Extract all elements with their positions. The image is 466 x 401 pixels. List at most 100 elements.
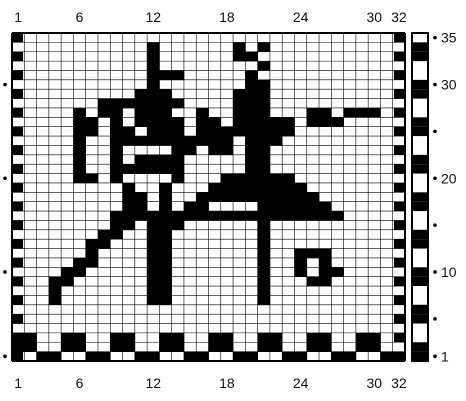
filled-cell	[110, 127, 123, 137]
left-border-cell	[12, 202, 23, 211]
filled-cell	[258, 117, 271, 127]
filled-cell	[294, 183, 307, 193]
filled-cell	[73, 164, 86, 174]
filled-cell	[258, 42, 271, 52]
filled-cell	[73, 174, 86, 184]
filled-cell	[12, 342, 25, 352]
filled-cell	[172, 211, 185, 221]
filled-cell	[86, 249, 99, 259]
filled-cell	[209, 183, 222, 193]
filled-cell	[135, 202, 148, 212]
filled-cell	[258, 164, 271, 174]
filled-cell	[344, 108, 357, 118]
filled-cell	[258, 61, 271, 71]
filled-cell	[159, 117, 172, 127]
filled-cell	[307, 277, 320, 287]
filled-cell	[233, 117, 246, 127]
filled-cell	[61, 333, 74, 343]
filled-cell	[233, 89, 246, 99]
filled-cell	[270, 183, 283, 193]
filled-cell	[110, 117, 123, 127]
filled-cell	[73, 342, 86, 352]
filled-cell	[209, 136, 222, 146]
filled-cell	[319, 117, 332, 127]
filled-cell	[282, 127, 295, 137]
top-column-label: 30	[367, 9, 383, 25]
filled-cell	[110, 108, 123, 118]
filled-cell	[110, 342, 123, 352]
left-border-cell	[12, 108, 23, 117]
filled-cell	[282, 183, 295, 193]
top-column-label: 24	[293, 9, 309, 25]
filled-cell	[270, 127, 283, 137]
filled-cell	[196, 108, 209, 118]
filled-cell	[98, 108, 111, 118]
filled-cell	[356, 333, 369, 343]
filled-cell	[196, 117, 209, 127]
filled-cell	[159, 70, 172, 80]
right-border-cell	[394, 202, 405, 211]
top-column-label: 12	[145, 9, 161, 25]
right-border-cell	[394, 164, 405, 173]
row-number-label: 20	[441, 170, 457, 186]
filled-cell	[73, 258, 86, 268]
filled-cell	[73, 108, 86, 118]
filled-cell	[135, 89, 148, 99]
filled-cell	[159, 342, 172, 352]
filled-cell	[147, 108, 160, 118]
filled-cell	[307, 211, 320, 221]
filled-cell	[147, 99, 160, 109]
filled-cell	[258, 127, 271, 137]
filled-cell	[331, 267, 344, 277]
row-count-strip	[412, 33, 428, 361]
filled-cell	[172, 164, 185, 174]
strip-fill-cell	[412, 52, 428, 61]
filled-cell	[209, 342, 222, 352]
filled-cell	[294, 192, 307, 202]
filled-cell	[123, 164, 136, 174]
filled-cell	[147, 61, 160, 71]
filled-cell	[319, 258, 332, 268]
filled-cell	[270, 136, 283, 146]
filled-cell	[209, 127, 222, 137]
filled-cell	[110, 164, 123, 174]
filled-cell	[147, 286, 160, 296]
filled-cell	[135, 155, 148, 165]
filled-cell	[307, 192, 320, 202]
filled-cell	[147, 295, 160, 305]
right-marker-dot	[433, 270, 437, 274]
strip-fill-cell	[412, 267, 428, 276]
filled-cell	[294, 352, 307, 362]
left-border-cell	[12, 183, 23, 192]
right-border-cell	[394, 314, 405, 323]
filled-cell	[110, 211, 123, 221]
filled-cell	[319, 249, 332, 259]
right-marker-dot	[433, 355, 437, 359]
filled-cell	[221, 127, 234, 137]
filled-cell	[258, 295, 271, 305]
top-column-label: 1	[14, 9, 22, 25]
filled-cell	[172, 333, 185, 343]
filled-cell	[307, 108, 320, 118]
right-border-cell	[394, 295, 405, 304]
filled-cell	[159, 192, 172, 202]
filled-cell	[123, 127, 136, 137]
filled-cell	[221, 145, 234, 155]
filled-cell	[331, 352, 344, 362]
filled-cell	[147, 164, 160, 174]
left-marker-dot	[3, 176, 7, 180]
filled-cell	[209, 192, 222, 202]
left-border-cell	[12, 333, 23, 342]
filled-cell	[172, 127, 185, 137]
strip-fill-cell	[412, 314, 428, 323]
right-border-cell	[394, 52, 405, 61]
filled-cell	[123, 99, 136, 109]
filled-cell	[73, 155, 86, 165]
filled-cell	[233, 192, 246, 202]
filled-cell	[307, 117, 320, 127]
filled-cell	[123, 202, 136, 212]
filled-cell	[184, 202, 197, 212]
filled-cell	[282, 352, 295, 362]
filled-cell	[294, 258, 307, 268]
filled-cell	[159, 136, 172, 146]
